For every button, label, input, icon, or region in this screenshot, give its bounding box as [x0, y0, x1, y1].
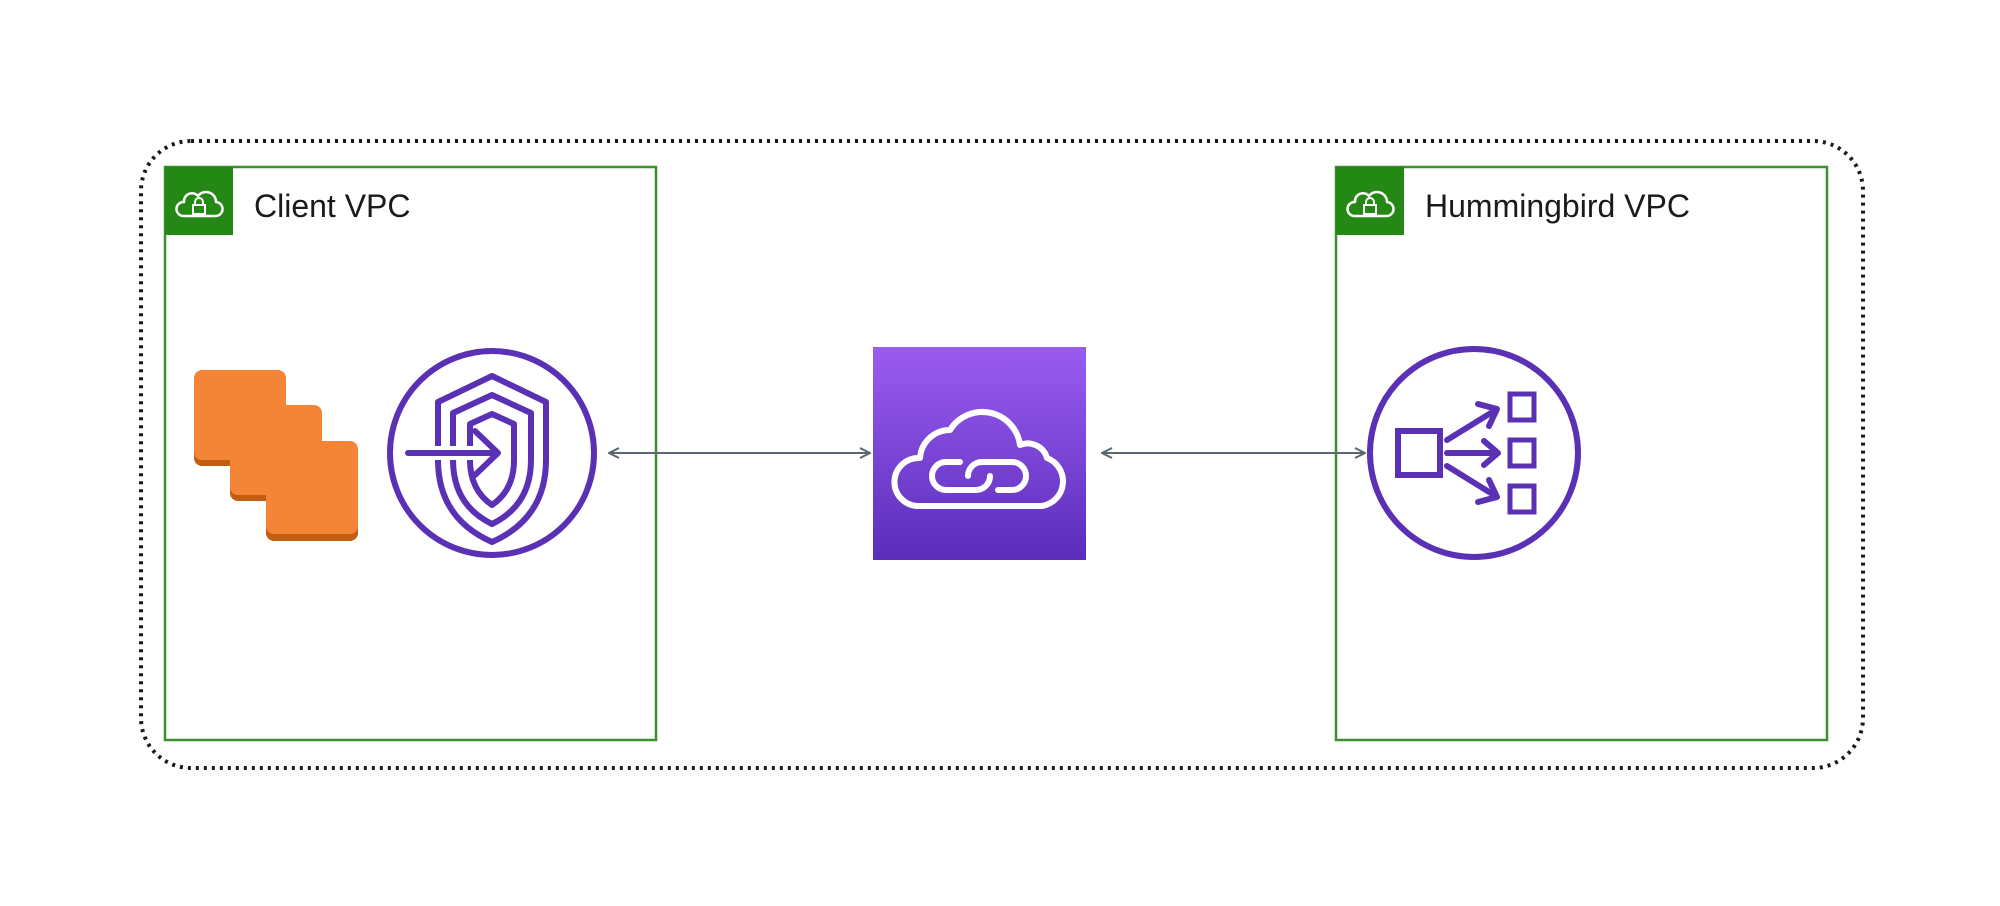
region-group-border [139, 139, 1865, 770]
client-vpc-title: Client VPC [254, 188, 411, 224]
network-load-balancer-icon [1367, 346, 1581, 560]
vpc-cloud-lock-icon [165, 167, 233, 235]
privatelink-cloud-link-icon [873, 347, 1086, 560]
vpc-cloud-lock-icon [1336, 167, 1404, 235]
vpc-endpoint-shield-icon [387, 348, 597, 558]
hummingbird-vpc-title: Hummingbird VPC [1425, 188, 1690, 224]
ec2-instances-icon [194, 370, 358, 541]
